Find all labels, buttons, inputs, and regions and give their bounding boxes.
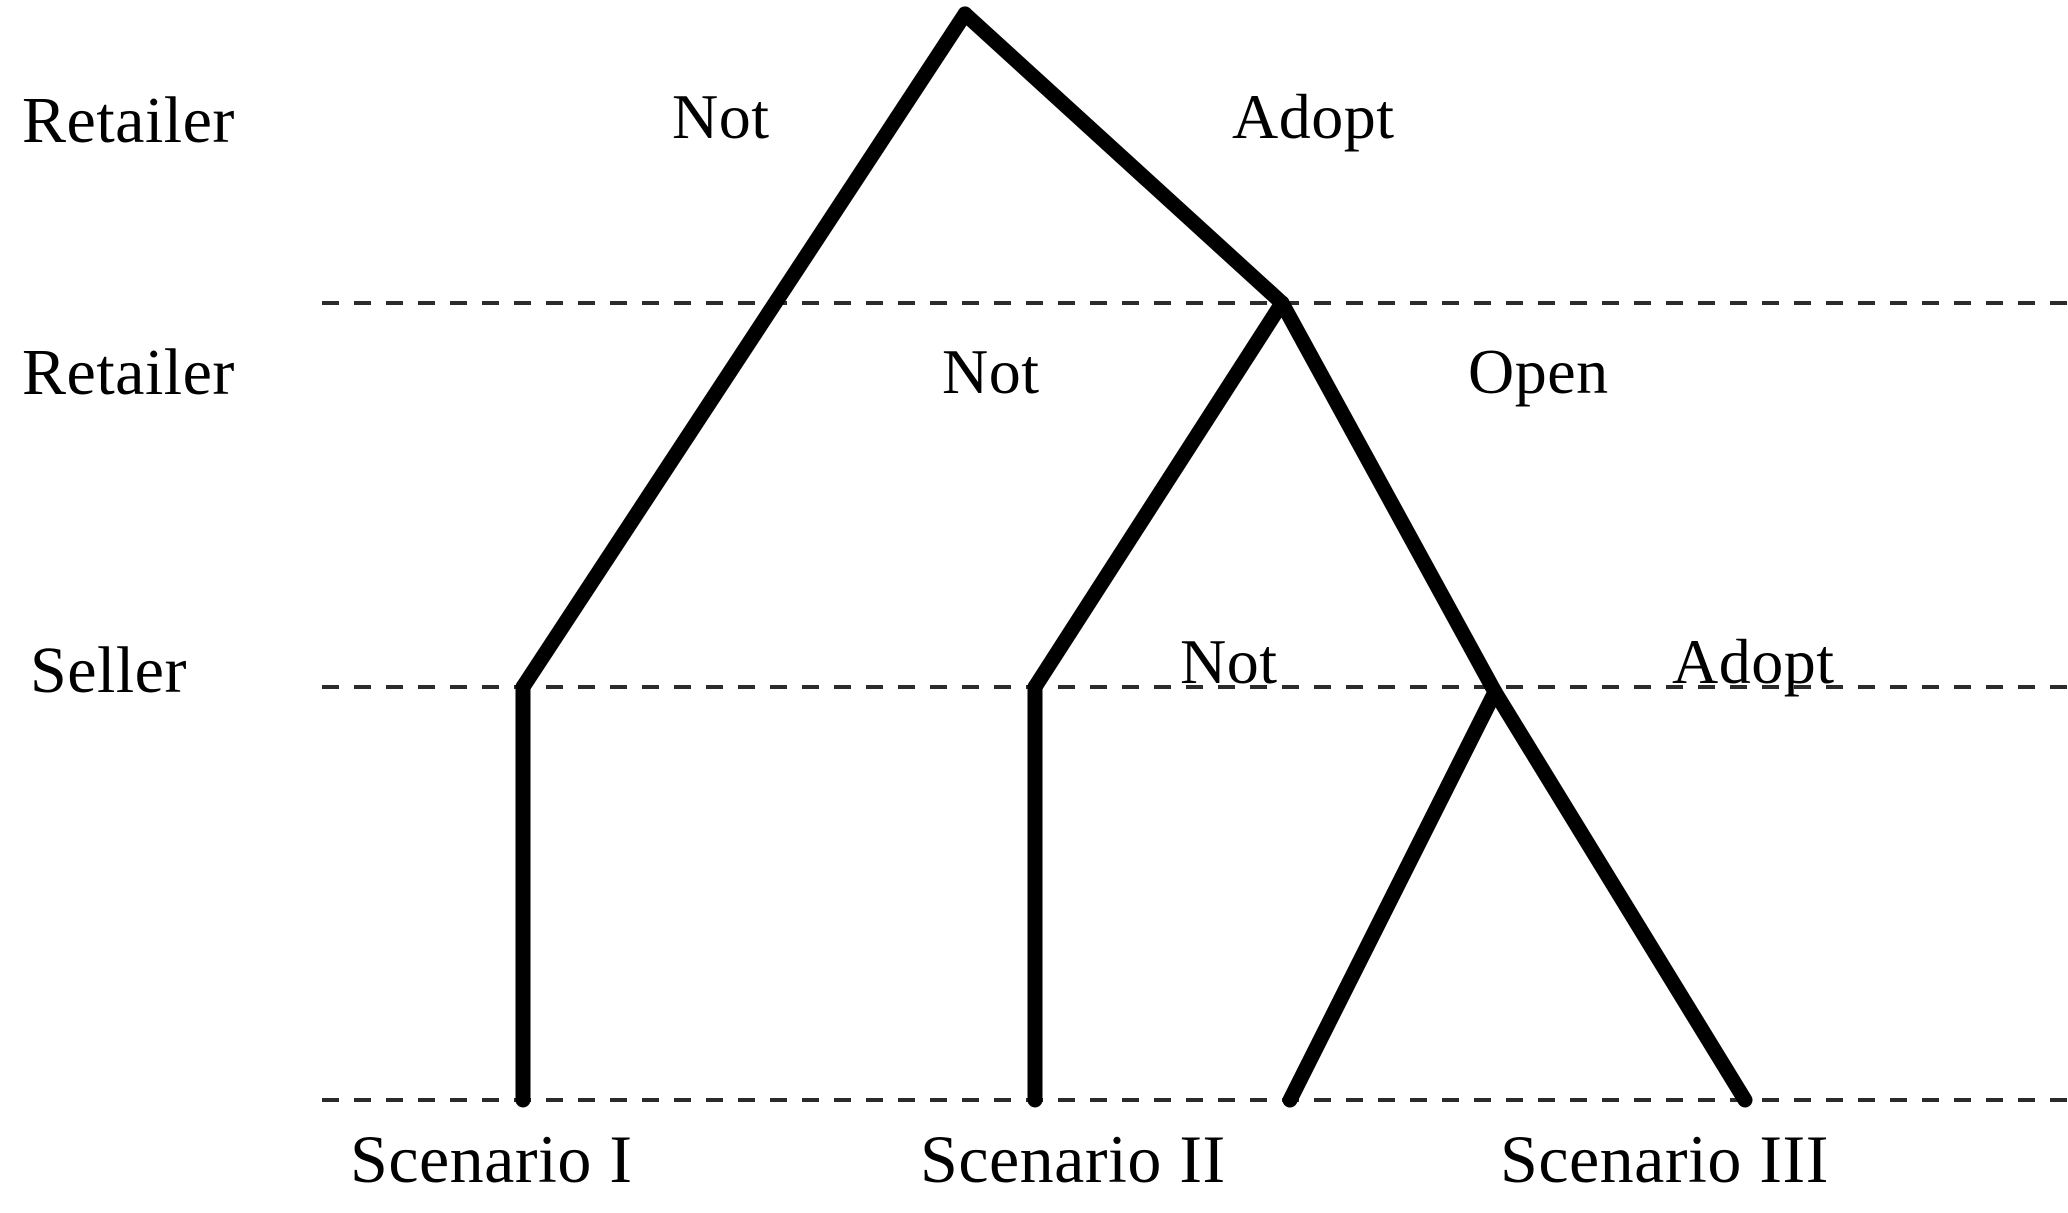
edge-label-seller-adopt: Adopt: [1672, 626, 1835, 697]
retailer2-open-edge: [1274, 295, 1503, 700]
edge-label-retailer2-open: Open: [1468, 336, 1609, 407]
stage-label-retailer-1: Retailer: [22, 84, 235, 157]
retailer2-not-edge: [1027, 295, 1290, 695]
scenario-label-3: Scenario III: [1500, 1121, 1829, 1197]
root-not-edge: [515, 6, 973, 695]
tree-branches: [515, 6, 1753, 1108]
edge-label-seller-not: Not: [1180, 626, 1278, 697]
edge-label-root-adopt: Adopt: [1232, 81, 1395, 152]
stage-label-seller: Seller: [30, 634, 187, 707]
seller-not-edge: [1282, 684, 1503, 1108]
edge-label-root-not: Not: [672, 81, 770, 152]
scenario-label-1: Scenario I: [350, 1121, 633, 1197]
seller-adopt-edge: [1487, 684, 1753, 1108]
scenario-label-2: Scenario II: [920, 1121, 1226, 1197]
root-adopt-edge: [957, 6, 1290, 311]
stage-label-retailer-2: Retailer: [22, 336, 235, 409]
stage-dividers: [322, 301, 2068, 1102]
edge-label-retailer2-not: Not: [942, 336, 1040, 407]
